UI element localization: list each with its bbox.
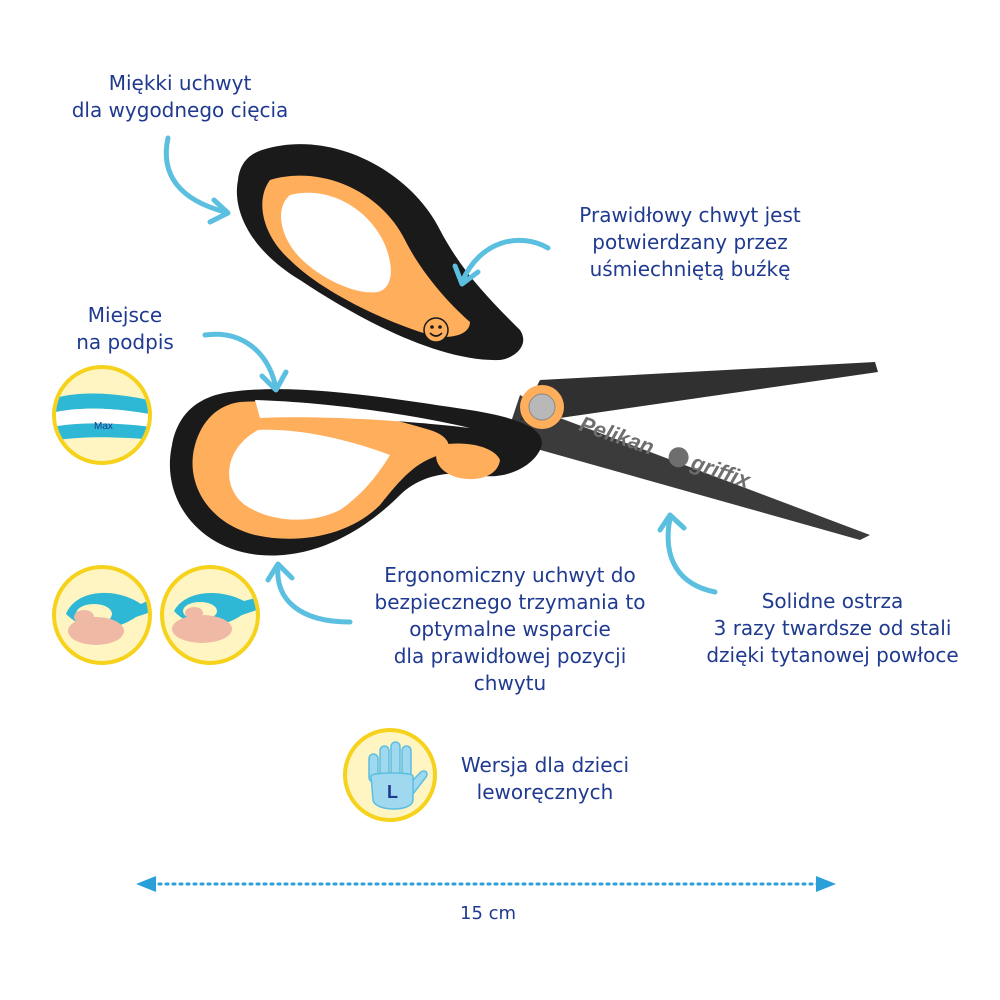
arrow-soft-grip: [163, 135, 228, 215]
ergonomic-line-3: optymalne wsparcie: [409, 617, 611, 641]
left-handed-line-2: leworęcznych: [476, 780, 614, 804]
smiley-line-2: potwierdzany przez: [592, 230, 788, 254]
name-tag-detail-circle: Max: [52, 365, 152, 465]
length-label: 15 cm: [460, 903, 517, 924]
blades-label: Solidne ostrza 3 razy twardsze od stali …: [680, 588, 985, 669]
arrow-blades: [665, 515, 718, 595]
arrow-name-space: [202, 331, 279, 391]
left-handed-line-1: Wersja dla dzieci: [460, 753, 630, 777]
ergonomic-line-5: chwytu: [473, 671, 547, 695]
ergonomic-line-1: Ergonomiczny uchwyt do: [384, 563, 636, 587]
grip-detail-circle-1: [52, 565, 152, 665]
blades-line-3: dzięki tytanowej powłoce: [706, 643, 959, 667]
soft-grip-line-1: Miękki uchwyt: [108, 71, 252, 95]
left-hand-badge: L: [343, 728, 437, 822]
smiley-line-3: uśmiechniętą buźkę: [589, 257, 791, 281]
blades-line-2: 3 razy twardsze od stali: [713, 616, 952, 640]
left-handed-label: Wersja dla dzieci leworęcznych: [440, 752, 650, 806]
lower-handle: [169, 389, 542, 556]
soft-grip-line-2: dla wygodnego cięcia: [71, 98, 289, 122]
soft-grip-label: Miękki uchwyt dla wygodnego cięcia: [30, 70, 330, 124]
scissor-blades: [505, 362, 878, 540]
arrow-ergonomic: [275, 563, 353, 625]
upper-handle: [236, 144, 524, 361]
ergonomic-line-2: bezpiecznego trzymania to: [374, 590, 646, 614]
name-space-label: Miejsce na podpis: [50, 302, 200, 356]
arrow-smiley: [459, 237, 551, 285]
smiley-line-1: Prawidłowy chwyt jest: [579, 203, 801, 227]
length-measure-line: [136, 876, 836, 892]
ergonomic-label: Ergonomiczny uchwyt do bezpiecznego trzy…: [345, 562, 675, 697]
name-space-line-1: Miejsce: [87, 303, 163, 327]
grip-detail-circle-2: [160, 565, 260, 665]
hand-badge-letter: L: [387, 782, 398, 802]
name-space-line-2: na podpis: [76, 330, 174, 354]
ergonomic-line-4: dla prawidłowej pozycji: [393, 644, 627, 668]
name-tag-text: Max: [94, 421, 113, 432]
pivot-screw: [520, 385, 564, 429]
blades-line-1: Solidne ostrza: [761, 589, 904, 613]
smiley-label: Prawidłowy chwyt jest potwierdzany przez…: [540, 202, 840, 283]
